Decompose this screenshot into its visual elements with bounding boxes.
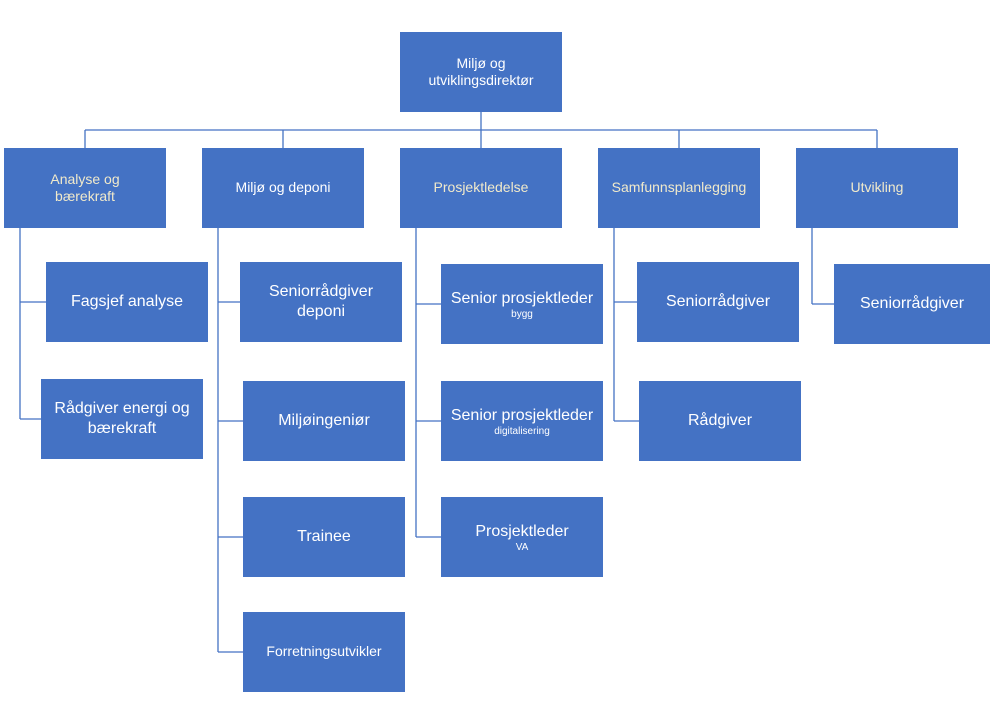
role-title: Seniorrådgiver (665, 293, 771, 310)
dept-label: Samfunnsplanlegging (611, 179, 747, 196)
dept-label: Prosjektledelse (433, 179, 529, 196)
role-title: Trainee (297, 528, 351, 545)
role-seniorradgiver-utvikling: Seniorrådgiver (834, 264, 990, 344)
dept-analyse-og-baerekraft: Analyse og bærekraft (4, 148, 166, 228)
role-subtitle: digitalisering (494, 425, 550, 437)
role-radgiver: Rådgiver (639, 381, 801, 461)
role-seniorradgiver-deponi: Seniorrådgiver deponi (240, 262, 402, 342)
role-senior-prosjektleder-digitalisering: Senior prosjektleder digitalisering (441, 381, 603, 461)
role-title: Forretningsutvikler (266, 643, 382, 660)
role-prosjektleder-va: Prosjektleder VA (441, 497, 603, 577)
role-title: Prosjektleder (475, 522, 569, 540)
dept-prosjektledelse: Prosjektledelse (400, 148, 562, 228)
dept-label: Miljø og deponi (235, 179, 331, 196)
director-box: Miljø og utviklingsdirektør (400, 32, 562, 112)
role-miljoingenior: Miljøingeniør (243, 381, 405, 461)
role-senior-prosjektleder-bygg: Senior prosjektleder bygg (441, 264, 603, 344)
dept-label: Analyse og bærekraft (50, 170, 120, 205)
role-title: Senior prosjektleder (450, 406, 594, 424)
role-title: Seniorrådgiver deponi (268, 283, 374, 320)
role-title: Fagsjef analyse (70, 293, 184, 310)
role-title: Seniorrådgiver (859, 295, 965, 312)
role-subtitle: VA (515, 541, 529, 553)
role-trainee: Trainee (243, 497, 405, 577)
role-title: Rådgiver energi og bærekraft (54, 400, 190, 437)
role-title: Senior prosjektleder (450, 289, 594, 307)
dept-label: Utvikling (850, 179, 904, 196)
role-subtitle: bygg (511, 308, 533, 320)
role-seniorradgiver-samfunnsplanlegging: Seniorrådgiver (637, 262, 799, 342)
dept-utvikling: Utvikling (796, 148, 958, 228)
director-title: Miljø og utviklingsdirektør (428, 54, 534, 89)
role-title: Miljøingeniør (278, 412, 370, 429)
dept-samfunnsplanlegging: Samfunnsplanlegging (598, 148, 760, 228)
role-radgiver-energi-og-baerekraft: Rådgiver energi og bærekraft (41, 379, 203, 459)
dept-miljo-og-deponi: Miljø og deponi (202, 148, 364, 228)
role-forretningsutvikler: Forretningsutvikler (243, 612, 405, 692)
role-title: Rådgiver (687, 412, 753, 429)
role-fagsjef-analyse: Fagsjef analyse (46, 262, 208, 342)
